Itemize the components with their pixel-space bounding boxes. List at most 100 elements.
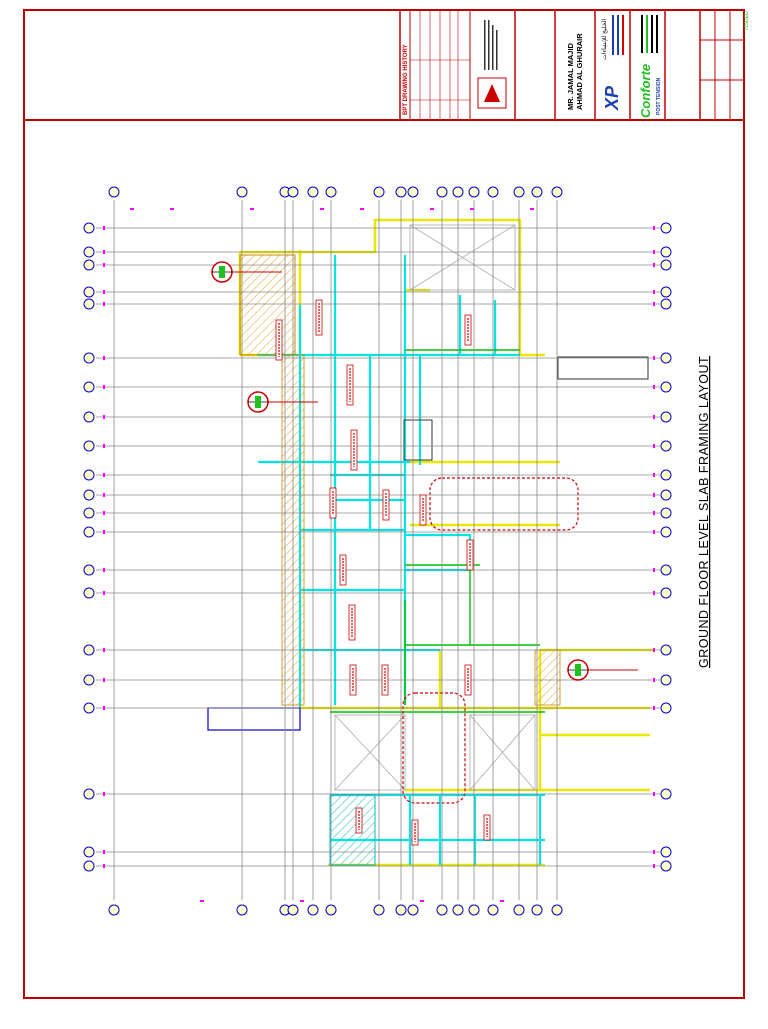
grid-bubble bbox=[287, 186, 299, 198]
grid-bubble bbox=[660, 788, 672, 800]
panel-tag bbox=[382, 489, 390, 521]
grid-bubble bbox=[83, 352, 95, 364]
grid-bubble bbox=[551, 186, 563, 198]
grid-tick bbox=[653, 850, 655, 854]
openings bbox=[334, 224, 536, 791]
grid-tick bbox=[103, 415, 105, 419]
grid-tick bbox=[653, 356, 655, 360]
grid-bubble bbox=[660, 489, 672, 501]
grid-tick bbox=[103, 792, 105, 796]
grid-bubble bbox=[660, 846, 672, 858]
grid-bubble bbox=[83, 860, 95, 872]
grid-bubble bbox=[373, 186, 385, 198]
panel-labels bbox=[275, 299, 491, 846]
grid-tick bbox=[103, 444, 105, 448]
dimension-tick bbox=[200, 900, 204, 902]
panel-tag bbox=[348, 604, 356, 641]
grid-bubble bbox=[83, 411, 95, 423]
grid-bubble bbox=[395, 186, 407, 198]
grid-tick bbox=[103, 250, 105, 254]
grid-bubble bbox=[407, 186, 419, 198]
dimension-tick bbox=[250, 208, 254, 210]
grid-tick bbox=[653, 864, 655, 868]
grid-tick bbox=[103, 473, 105, 477]
section-marker bbox=[247, 391, 318, 413]
grid-tick bbox=[103, 226, 105, 230]
section-markers bbox=[211, 261, 638, 681]
hatched-areas bbox=[239, 254, 561, 866]
grid-bubble bbox=[83, 440, 95, 452]
grid-bubble bbox=[551, 904, 563, 916]
grid-tick bbox=[653, 302, 655, 306]
grid-bubble bbox=[83, 222, 95, 234]
grid-tick bbox=[103, 493, 105, 497]
section-marker bbox=[211, 261, 282, 283]
grid-tick bbox=[653, 263, 655, 267]
drop-panels bbox=[402, 477, 579, 804]
grid-bubble bbox=[83, 587, 95, 599]
grid-tick bbox=[653, 568, 655, 572]
grid-bubble bbox=[83, 526, 95, 538]
contractor-name: الخليج للإنشاءات bbox=[601, 19, 608, 60]
panel-tag bbox=[329, 487, 337, 519]
grid-bubble bbox=[83, 381, 95, 393]
grid-bubble bbox=[83, 788, 95, 800]
dimension-tick bbox=[130, 208, 134, 210]
grid-bubble bbox=[531, 904, 543, 916]
grid-bubble bbox=[660, 440, 672, 452]
grid-tick bbox=[103, 290, 105, 294]
dimension-tick bbox=[430, 208, 434, 210]
grid-bubble bbox=[83, 846, 95, 858]
client-name-line1: MR. JAMAL MAJID bbox=[566, 42, 575, 110]
panel-tag bbox=[339, 554, 347, 586]
svg-text:XP: XP bbox=[602, 85, 622, 111]
grid-bubble bbox=[468, 904, 480, 916]
contractor-logo: XP الخليج للإنشاءات bbox=[601, 15, 624, 111]
dimension-tick bbox=[300, 900, 304, 902]
grid-tick bbox=[653, 493, 655, 497]
grid-tick bbox=[103, 591, 105, 595]
grid-tick bbox=[103, 648, 105, 652]
drawing-title: GROUND FLOOR LEVEL SLAB FRAMING LAYOUT bbox=[697, 356, 711, 668]
grid-tick bbox=[103, 356, 105, 360]
issue-stamp: ISSUED bbox=[744, 11, 750, 30]
grid-bubble bbox=[660, 222, 672, 234]
panel-tag bbox=[381, 664, 389, 696]
panel-tag bbox=[466, 539, 474, 571]
grid-bubble bbox=[660, 507, 672, 519]
grid-bubble bbox=[373, 904, 385, 916]
grid-bubble bbox=[325, 186, 337, 198]
grid-bubble bbox=[531, 186, 543, 198]
grid-bubble bbox=[660, 259, 672, 271]
grid-bubble bbox=[395, 904, 407, 916]
grid-tick bbox=[653, 591, 655, 595]
panel-tag bbox=[419, 494, 427, 526]
panel-tag bbox=[346, 364, 354, 406]
section-marker bbox=[567, 659, 638, 681]
grid-bubble bbox=[307, 186, 319, 198]
dimension-tick bbox=[500, 900, 504, 902]
grid-bubble bbox=[468, 186, 480, 198]
grid-bubble bbox=[287, 904, 299, 916]
grid-tick bbox=[103, 850, 105, 854]
grid-tick bbox=[103, 568, 105, 572]
grid-bubble bbox=[660, 702, 672, 714]
grid-tick bbox=[653, 511, 655, 515]
grid-tick bbox=[103, 864, 105, 868]
grid-bubble bbox=[660, 469, 672, 481]
grid-bubble bbox=[513, 186, 525, 198]
client-name-line2: AHMAD AL GHURAIR bbox=[575, 33, 584, 110]
grid-tick bbox=[103, 678, 105, 682]
grid-bubble bbox=[487, 186, 499, 198]
grid-bubble bbox=[236, 186, 248, 198]
grid-bubble bbox=[660, 411, 672, 423]
grid-bubble bbox=[83, 246, 95, 258]
grid-tick bbox=[103, 530, 105, 534]
grid-bubble bbox=[83, 644, 95, 656]
grid-bubble bbox=[83, 259, 95, 271]
dimension-tick bbox=[320, 208, 324, 210]
grid-bubble bbox=[452, 186, 464, 198]
title-block: BPT DRAWING HISTORY MR. JAMAL MAJID AHMA… bbox=[399, 10, 750, 120]
grid-bubble bbox=[660, 286, 672, 298]
